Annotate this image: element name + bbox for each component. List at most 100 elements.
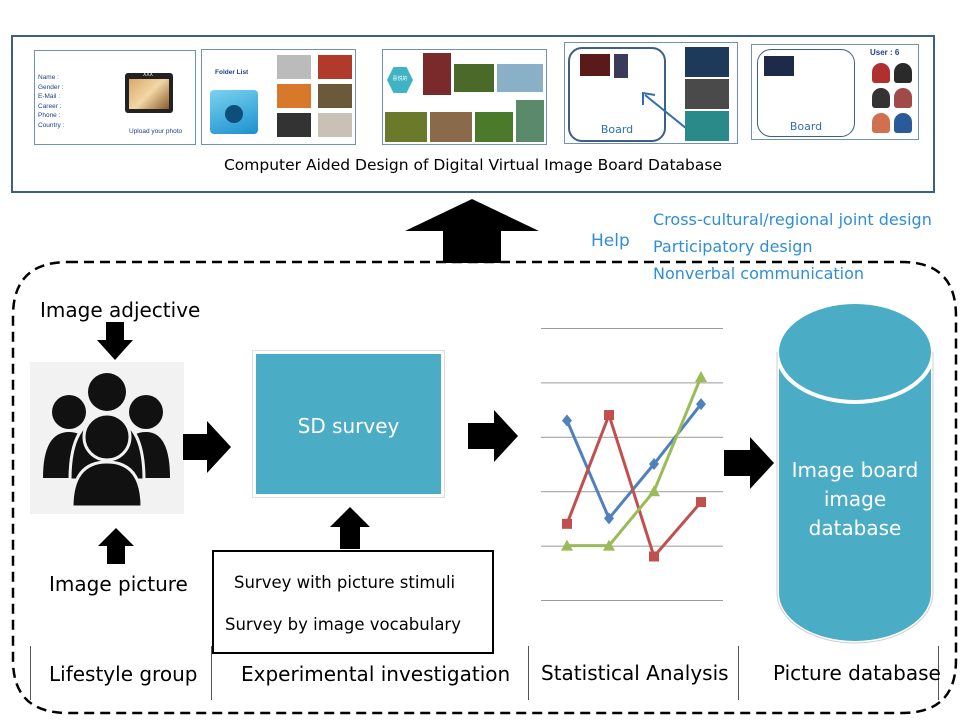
database-cylinder-icon	[775, 300, 935, 645]
data-point	[561, 539, 573, 551]
data-point	[604, 512, 614, 525]
stage-divider	[738, 646, 739, 700]
data-point	[649, 551, 659, 562]
data-point	[562, 414, 572, 427]
board-users-thumbnail: Board User : 6	[751, 44, 919, 140]
data-point	[562, 518, 572, 529]
data-point	[695, 370, 707, 382]
field-career-label: Career :	[38, 102, 62, 110]
source-image	[685, 79, 729, 109]
board-frame: Board	[757, 49, 855, 137]
board-compose-thumbnail: Board	[564, 42, 738, 144]
arrow-right-icon	[724, 437, 774, 489]
grid-image	[497, 64, 543, 92]
field-phone-label: Phone :	[38, 112, 61, 119]
survey-methods-box: Survey with picture stimuli Survey by im…	[212, 550, 494, 654]
grid-image	[430, 112, 472, 142]
board-frame: Board	[568, 47, 666, 142]
arrow-up-icon	[330, 507, 370, 549]
user-count: User : 6	[870, 48, 900, 57]
camera-lens-icon	[225, 105, 243, 123]
database-label-line: Image board	[791, 458, 919, 482]
folder-list-thumbnail: Folder List	[201, 49, 356, 145]
stage-label-database: Picture database	[773, 661, 941, 685]
database-label-line: image	[823, 487, 887, 511]
thumb-image	[318, 84, 352, 108]
user-avatar-icon	[872, 88, 890, 108]
field-country-label: Country :	[38, 121, 65, 129]
help-item: Nonverbal communication	[653, 264, 865, 283]
user-avatar-icon	[872, 63, 890, 83]
help-item: Participatory design	[653, 237, 813, 256]
source-image	[685, 47, 729, 77]
series-line	[565, 410, 703, 560]
data-point	[696, 398, 706, 411]
grid-image	[423, 53, 451, 95]
data-point	[648, 485, 660, 497]
folder-list-title: Folder List	[215, 69, 249, 76]
frame-tag: XXX	[143, 72, 154, 78]
thumb-image	[318, 113, 352, 137]
data-point	[696, 497, 706, 508]
thumb-image	[277, 55, 311, 79]
drag-arrow-icon	[642, 91, 688, 130]
grid-image	[385, 112, 427, 142]
stage-label-experimental: Experimental investigation	[241, 662, 511, 686]
image-picture-label: Image picture	[49, 572, 188, 596]
upload-photo-link[interactable]: Upload your photo	[129, 128, 183, 135]
user-avatar-icon	[872, 113, 890, 133]
stage-divider	[30, 646, 31, 700]
statistical-line-chart	[541, 328, 723, 601]
source-image	[685, 111, 729, 141]
panel-title: Computer Aided Design of Digital Virtual…	[223, 156, 723, 174]
series-line	[565, 403, 703, 522]
user-avatar-icon	[894, 113, 912, 133]
portrait-photo	[129, 79, 169, 109]
grid-image	[475, 112, 513, 142]
stage-divider	[528, 646, 529, 700]
database-label: Image board image database	[771, 456, 939, 543]
arrow-right-icon	[183, 421, 231, 473]
data-point	[603, 539, 615, 551]
adjective-badge: 喜悦的	[387, 67, 413, 93]
thumb-image	[277, 84, 311, 108]
stage-divider	[211, 646, 212, 700]
thumb-image	[318, 55, 352, 79]
board-image	[764, 56, 794, 76]
arrow-down-icon	[97, 322, 133, 360]
survey-method-item: Survey by image vocabulary	[225, 615, 461, 634]
stage-divider	[938, 646, 939, 700]
grid-image	[516, 100, 544, 142]
board-image	[580, 54, 610, 76]
board-image	[614, 54, 628, 78]
data-point	[649, 458, 659, 470]
profile-fields: Name : Gender : E-Mail : Career : Phone …	[38, 73, 64, 130]
photo-frame: XXX	[125, 72, 173, 113]
database-label-line: database	[808, 516, 902, 540]
stage-label-lifestyle: Lifestyle group	[49, 662, 198, 686]
grid-image	[454, 64, 494, 92]
survey-method-item: Survey with picture stimuli	[234, 573, 456, 592]
thumb-image	[277, 113, 311, 137]
image-grid-thumbnail: 喜悦的	[382, 49, 547, 145]
sd-survey-label: SD survey	[297, 414, 400, 438]
field-name-label: Name :	[38, 74, 59, 81]
field-email-label: E-Mail :	[38, 93, 61, 100]
data-point	[604, 410, 614, 421]
user-group-icon	[30, 362, 184, 514]
image-adjective-label: Image adjective	[40, 298, 201, 322]
field-gender-label: Gender :	[38, 83, 64, 91]
user-avatar-icon	[894, 88, 912, 108]
sd-survey-box: SD survey	[253, 351, 444, 497]
help-item: Cross-cultural/regional joint design	[653, 210, 932, 229]
arrow-right-icon	[468, 410, 518, 462]
series-line	[567, 376, 703, 548]
board-label: Board	[600, 123, 634, 136]
board-label: Board	[789, 120, 823, 133]
stage-label-statistical: Statistical Analysis	[541, 661, 729, 685]
help-label: Help	[591, 231, 630, 251]
user-avatar-icon	[894, 63, 912, 83]
database-design-panel	[11, 35, 935, 193]
arrow-up-icon	[98, 528, 134, 564]
